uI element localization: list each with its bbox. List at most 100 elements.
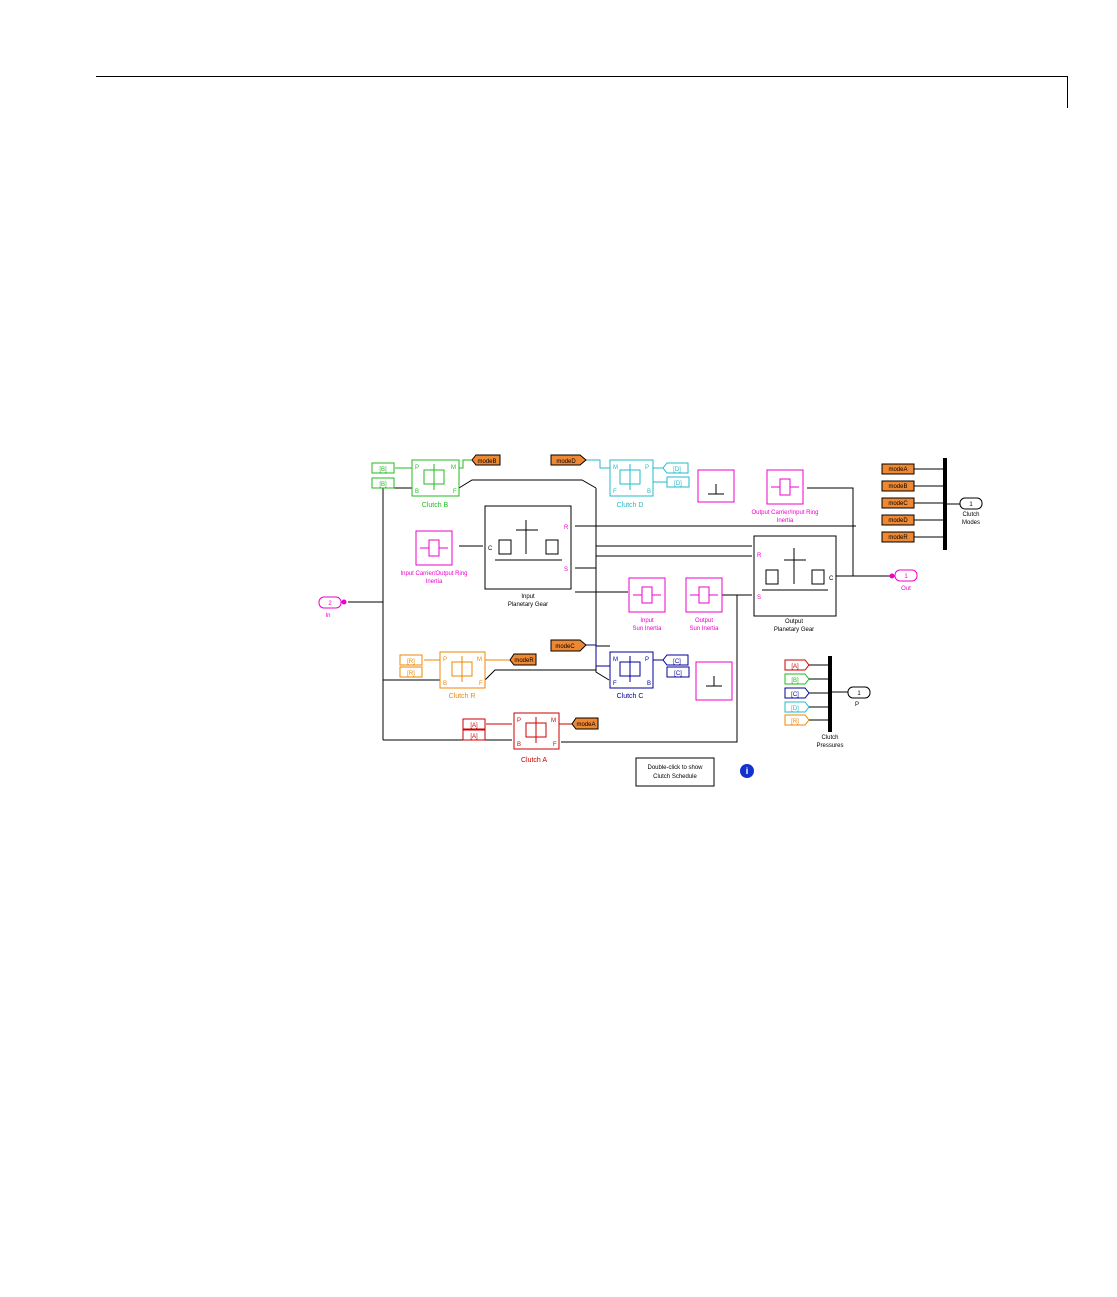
clutch-c-block[interactable]: M P F B Clutch C (609, 651, 654, 700)
mode-tag-modea[interactable]: modeA (881, 463, 943, 475)
svg-text:C: C (829, 576, 834, 582)
clutch-pressures-demux[interactable]: 1 P Clutch Pressures (816, 656, 871, 749)
mode-tag-moder[interactable]: modeR (881, 531, 943, 543)
pressure-tag-a[interactable]: [A] (784, 659, 828, 671)
inport-block[interactable]: 2 In (318, 596, 347, 619)
output-planetary-gear-block[interactable]: R S C Output Planetary Gear (753, 535, 837, 633)
svg-text:[R]: [R] (407, 671, 415, 677)
block-name: Clutch A (521, 757, 547, 764)
svg-text:Output Carrier/Input Ring: Output Carrier/Input Ring (751, 510, 818, 516)
svg-text:Input: Input (521, 594, 535, 600)
svg-text:[B]: [B] (379, 482, 387, 488)
svg-text:1: 1 (857, 691, 861, 697)
transmission-block-diagram: P M B F Clutch B [B] [B] modeB M P F B C… (318, 454, 983, 787)
clutch-modes-mux[interactable]: 1 Clutch Modes (943, 458, 983, 550)
svg-text:modeD: modeD (888, 518, 908, 524)
svg-text:[R]: [R] (791, 719, 799, 725)
goto-tag-modeb[interactable]: modeB (471, 454, 501, 466)
pressure-tag-r[interactable]: [R] (784, 714, 828, 726)
svg-text:2: 2 (328, 601, 332, 607)
input-planetary-gear-block[interactable]: C R S Input Planetary Gear (484, 505, 572, 608)
goto-tag-moder[interactable]: modeR (509, 653, 537, 666)
info-icon[interactable]: i (740, 764, 754, 778)
port-label: M (451, 465, 456, 471)
block-name: Clutch B (422, 502, 449, 509)
svg-text:M: M (477, 657, 482, 663)
svg-text:modeR: modeR (514, 658, 534, 664)
output-carrier-inertia-block[interactable]: Output Carrier/Input Ring Inertia (751, 469, 819, 524)
svg-text:modeC: modeC (555, 644, 575, 650)
svg-text:Sun Inertia: Sun Inertia (689, 626, 719, 632)
pressure-tag-b[interactable]: [B] (784, 673, 828, 685)
svg-text:Output: Output (695, 618, 713, 624)
svg-text:Modes: Modes (962, 520, 980, 526)
svg-text:[A]: [A] (470, 723, 478, 729)
svg-text:C: C (488, 546, 493, 552)
from-tag-r[interactable]: [R] [R] (399, 654, 423, 678)
svg-text:R: R (564, 525, 569, 531)
svg-text:modeR: modeR (888, 535, 908, 541)
goto-tag-modec[interactable]: modeC (550, 639, 587, 652)
svg-text:[A]: [A] (791, 664, 799, 670)
port-label: F (453, 489, 457, 495)
svg-text:P: P (645, 657, 649, 663)
from-tag-c[interactable]: [C] [C] (662, 654, 690, 678)
output-sun-inertia-block[interactable]: Output Sun Inertia (685, 577, 723, 632)
svg-text:P: P (443, 657, 447, 663)
svg-text:[D]: [D] (674, 481, 682, 487)
svg-text:modeC: modeC (888, 501, 908, 507)
svg-text:F: F (553, 742, 557, 748)
svg-text:M: M (551, 718, 556, 724)
svg-text:Double-click to show: Double-click to show (647, 765, 703, 771)
svg-text:B: B (443, 681, 447, 687)
mode-tag-modeb[interactable]: modeB (881, 480, 943, 492)
svg-text:Clutch Schedule: Clutch Schedule (653, 774, 697, 780)
pressure-tag-c[interactable]: [C] (784, 687, 828, 699)
svg-text:modeD: modeD (556, 459, 576, 465)
input-sun-inertia-block[interactable]: Input Sun Inertia (628, 577, 666, 632)
svg-text:Input: Input (640, 618, 654, 624)
svg-text:B: B (517, 742, 521, 748)
svg-text:B: B (647, 681, 651, 687)
clutch-b-block[interactable]: P M B F Clutch B (411, 459, 460, 509)
svg-text:In: In (325, 613, 330, 619)
svg-text:F: F (613, 681, 617, 687)
svg-text:[D]: [D] (791, 706, 799, 712)
ground-block-c[interactable] (695, 661, 733, 701)
svg-text:Planetary Gear: Planetary Gear (508, 602, 548, 608)
svg-text:Input Carrier/Output Ring: Input Carrier/Output Ring (400, 571, 467, 577)
svg-text:F: F (613, 489, 617, 495)
clutch-a-block[interactable]: P M B F Clutch A (513, 712, 560, 764)
pressure-tag-d[interactable]: [D] (784, 701, 828, 713)
port-label: B (415, 489, 419, 495)
input-carrier-inertia-block[interactable]: Input Carrier/Output Ring Inertia (400, 530, 468, 585)
page-header-rule (96, 76, 1068, 77)
goto-tag-modea[interactable]: modeA (571, 717, 599, 730)
svg-text:B: B (647, 489, 651, 495)
svg-text:[R]: [R] (407, 659, 415, 665)
from-tag-b[interactable]: [B] [B] (371, 462, 395, 489)
block-name: Clutch D (617, 502, 644, 509)
clutch-r-block[interactable]: P M B F Clutch R (439, 651, 486, 700)
outport-block[interactable]: 1 Out (889, 569, 918, 592)
svg-text:[D]: [D] (673, 467, 681, 473)
svg-text:[C]: [C] (791, 692, 799, 698)
svg-text:Clutch: Clutch (962, 512, 979, 518)
clutch-schedule-button[interactable]: Double-click to show Clutch Schedule (635, 757, 715, 787)
mode-tag-moded[interactable]: modeD (881, 514, 943, 526)
goto-tag-moded[interactable]: modeD (550, 454, 587, 466)
svg-text:[B]: [B] (379, 467, 387, 473)
svg-text:[B]: [B] (791, 678, 799, 684)
ground-block-d[interactable] (697, 469, 735, 503)
block-name: Clutch R (449, 693, 476, 700)
svg-text:modeB: modeB (477, 459, 496, 465)
from-tag-a[interactable]: [A] [A] (462, 718, 486, 741)
svg-text:R: R (757, 553, 762, 559)
svg-text:Output: Output (785, 619, 803, 625)
svg-text:[C]: [C] (673, 659, 681, 665)
clutch-d-block[interactable]: M P F B Clutch D (609, 459, 654, 509)
mode-tag-modec[interactable]: modeC (881, 497, 943, 509)
from-tag-d[interactable]: [D] [D] (662, 462, 690, 488)
svg-text:Pressures: Pressures (816, 743, 843, 749)
svg-text:P: P (645, 465, 649, 471)
